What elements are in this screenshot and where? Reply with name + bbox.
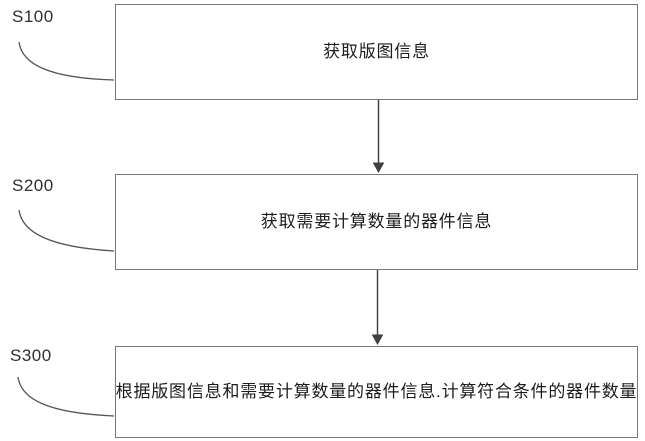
step-label-s100: S100 xyxy=(12,7,54,26)
process-box-text: 获取版图信息 xyxy=(323,41,430,61)
step-label-s300: S300 xyxy=(10,346,52,365)
process-box-s200: 获取需要计算数量的器件信息 xyxy=(115,174,638,270)
leader-curve-s200 xyxy=(18,209,115,252)
process-box-s300: 根据版图信息和需要计算数量的器件信息.计算符合条件的器件数量 xyxy=(115,346,638,438)
leader-curve-s100 xyxy=(18,41,115,81)
step-label-s200: S200 xyxy=(12,176,54,195)
process-box-text: 根据版图信息和需要计算数量的器件信息.计算符合条件的器件数量 xyxy=(115,381,638,401)
process-box-s100: 获取版图信息 xyxy=(115,4,638,100)
process-box-text: 获取需要计算数量的器件信息 xyxy=(260,211,493,231)
flow-arrowhead-1-icon xyxy=(372,162,385,173)
flow-arrowhead-2-icon xyxy=(371,334,384,345)
leader-curve-s300 xyxy=(17,376,115,417)
